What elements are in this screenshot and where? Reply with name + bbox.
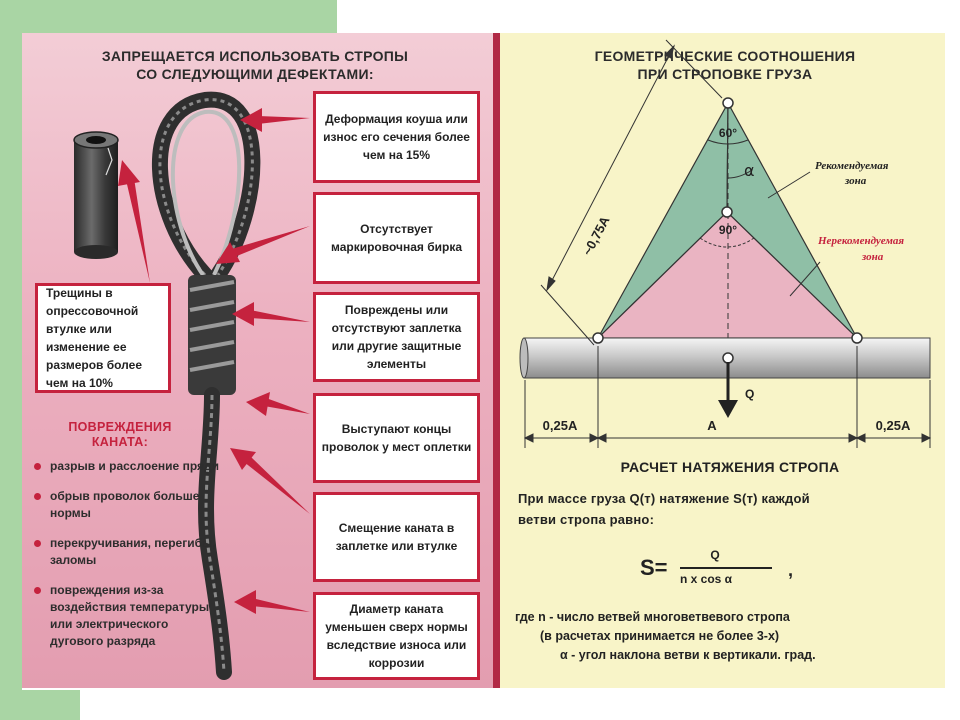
dim-center-label: A	[707, 418, 717, 433]
bullet-icon	[34, 463, 41, 470]
defect-diameter-reduced: Диаметр каната уменьшен сверх нормы всле…	[313, 592, 480, 680]
defect-thimble-deformation: Деформация коуша или износ его сечения б…	[313, 91, 480, 183]
hook-point	[722, 97, 734, 109]
beam-end	[519, 337, 529, 379]
defect-sleeve-cracks: Трещины в опрессовочной втулке или измен…	[35, 283, 171, 393]
dimension-lines	[523, 346, 932, 448]
load-arrow-icon	[718, 362, 738, 418]
geometry-title: ГЕОМЕТРИЧЕСКИЕ СООТНОШЕНИЯ ПРИ СТРОПОВКЕ…	[594, 48, 856, 82]
defects-title: ЗАПРЕЩАЕТСЯ ИСПОЛЬЗОВАТЬ СТРОПЫ СО СЛЕДУ…	[101, 48, 409, 82]
arrow-4	[246, 392, 310, 416]
formula-numerator: Q	[710, 548, 720, 562]
recommended-leader	[767, 171, 811, 199]
tension-formula: S= Q n x cos α ,	[640, 542, 820, 592]
green-frame-bottom	[0, 690, 80, 720]
bullet-icon	[34, 540, 41, 547]
arrow-1	[240, 108, 310, 132]
arrow-6	[234, 590, 310, 614]
attach-point-left	[592, 332, 604, 344]
attach-point-right	[851, 332, 863, 344]
formula-comma: ,	[788, 560, 794, 580]
green-frame-left	[0, 0, 22, 720]
recommended-zone-label-2: зона	[844, 175, 867, 187]
dim-left-label: 0,25A	[543, 418, 578, 433]
calc-intro: При массе груза Q(т) натяжение S(т) кажд…	[518, 491, 810, 527]
damage-item: перекручивания, перегибы, заломы	[30, 535, 220, 569]
damage-item: повреждения из-за воздействия температур…	[30, 582, 220, 650]
formula-lhs: S=	[640, 555, 668, 580]
bullet-icon	[34, 587, 41, 594]
ferrule-sleeve-icon	[73, 131, 119, 259]
arrow-2	[216, 226, 310, 264]
inner-point	[721, 206, 733, 218]
arc-alpha	[727, 169, 753, 179]
damage-item: разрыв и расслоение пряди	[30, 458, 220, 475]
angle-60-label: 60°	[719, 126, 737, 140]
defect-damaged-splice: Повреждены или отсутствуют заплетка или …	[313, 292, 480, 382]
arc-90	[699, 237, 755, 248]
note-alpha: α - угол наклона ветви к вертикали. град…	[560, 648, 816, 662]
panel-divider	[493, 33, 500, 688]
center-point	[722, 352, 734, 364]
arrow-crack	[118, 160, 150, 283]
defect-arrows	[118, 108, 310, 614]
formula-denominator: n x cos α	[680, 572, 733, 586]
not-recommended-zone-label-2: зона	[861, 251, 884, 263]
rope-damage-list: разрыв и расслоение пряди обрыв проволок…	[30, 458, 220, 663]
length-dimension	[540, 39, 723, 346]
defect-missing-tag: Отсутствует маркировочная бирка	[313, 192, 480, 284]
note-limit: (в расчетах принимается не более 3-х)	[540, 629, 780, 643]
recommended-zone-label: Рекомендуемая	[815, 160, 889, 172]
not-recommended-leader	[789, 261, 821, 297]
not-recommended-zone-label: Нерекомендуемая	[817, 235, 904, 247]
arrow-5	[230, 448, 310, 514]
note-n: где n - число ветвей многоветвевого стро…	[515, 610, 790, 624]
damage-item: обрыв проволок больше нормы	[30, 488, 220, 522]
sling-rope-icon	[152, 91, 261, 680]
length-label: ~0,75A	[579, 213, 612, 258]
bullet-icon	[34, 493, 41, 500]
defect-protruding-wires: Выступают концы проволок у мест оплетки	[313, 393, 480, 483]
defect-rope-shift: Смещение каната в заплетке или втулке	[313, 492, 480, 582]
angle-90-label: 90°	[719, 223, 737, 237]
dim-right-label: 0,25A	[876, 418, 911, 433]
arc-60	[707, 139, 749, 145]
formula-notes: где n - число ветвей многоветвевого стро…	[515, 608, 940, 665]
arrow-3	[232, 302, 310, 326]
angle-alpha-label: α	[744, 161, 755, 180]
calc-title: РАСЧЕТ НАТЯЖЕНИЯ СТРОПА	[620, 459, 840, 475]
rope-damage-heading: ПОВРЕЖДЕНИЯ КАНАТА:	[68, 420, 172, 449]
load-q-label: Q	[745, 387, 754, 401]
fraction-bar	[680, 567, 772, 569]
